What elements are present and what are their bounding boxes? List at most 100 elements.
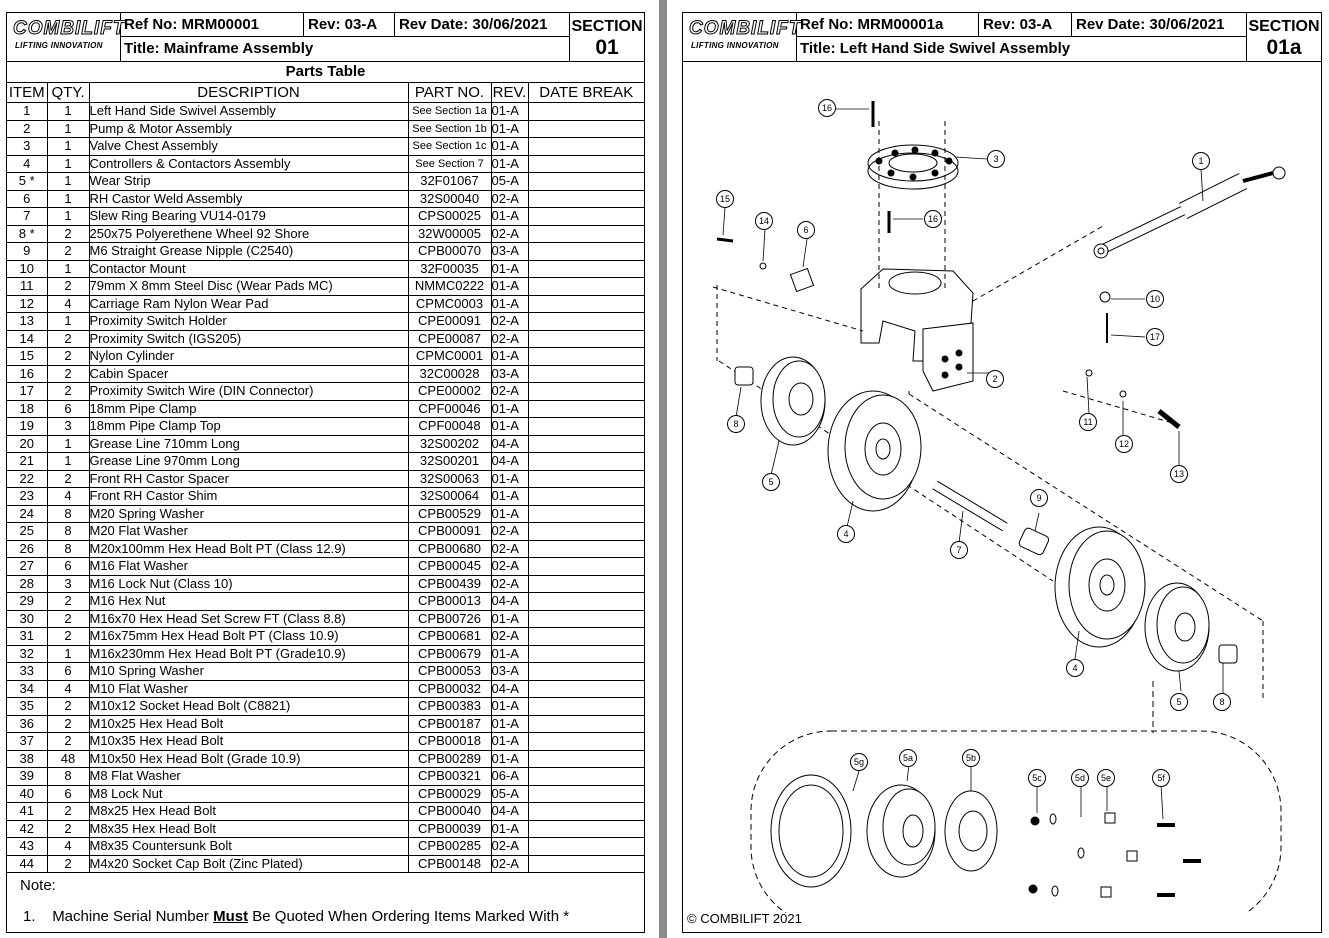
description-cell: M20x100mm Hex Head Bolt PT (Class 12.9) [88, 539, 409, 558]
revision-cell: 02-A [490, 312, 529, 331]
part-number-cell: CPF00048 [407, 417, 492, 436]
item-number-cell: 24 [7, 504, 48, 523]
svg-text:16: 16 [928, 214, 938, 224]
revision-cell: 01-A [490, 644, 529, 663]
revision-cell: 01-A [490, 609, 529, 628]
revision-cell: 01-A [490, 749, 529, 768]
description-cell: Controllers & Contactors Assembly [88, 154, 409, 173]
svg-text:5g: 5g [854, 757, 864, 767]
detail-view-parts [770, 774, 1201, 898]
quantity-cell: 2 [46, 627, 90, 646]
date-break-cell [527, 487, 644, 506]
revision-cell: 02-A [490, 382, 529, 401]
description-cell: M8 Lock Nut [88, 784, 409, 803]
svg-text:8: 8 [733, 419, 738, 429]
date-break-cell [527, 207, 644, 226]
description-cell: M8x35 Hex Head Bolt [88, 819, 409, 838]
hydraulic-cylinder [1093, 166, 1286, 259]
date-break-cell [527, 242, 644, 261]
svg-text:9: 9 [1036, 493, 1041, 503]
company-logo: COMBILIFT LIFTING INNOVATION [7, 13, 125, 61]
quantity-cell: 2 [46, 469, 90, 488]
revision-cell: 01-A [490, 732, 529, 751]
quantity-cell: 1 [46, 434, 90, 453]
date-break-cell [527, 767, 644, 786]
svg-text:12: 12 [1119, 439, 1129, 449]
date-break-cell [527, 469, 644, 488]
part-number-cell: CPB00091 [407, 522, 492, 541]
parts-table-title: Parts Table [7, 62, 644, 83]
quantity-cell: 2 [46, 609, 90, 628]
item-number-cell: 17 [7, 382, 48, 401]
revision-cell: 01-A [490, 417, 529, 436]
item-number-cell: 6 [7, 189, 48, 208]
callout-3: 3 [987, 150, 1005, 168]
quantity-cell: 1 [46, 172, 90, 191]
quantity-cell: 2 [46, 732, 90, 751]
description-cell: 18mm Pipe Clamp Top [88, 417, 409, 436]
revision-cell: 01-A [490, 294, 529, 313]
quantity-cell: 6 [46, 784, 90, 803]
date-break-cell [527, 627, 644, 646]
svg-text:11: 11 [1083, 417, 1092, 427]
part-number-cell: 32C00028 [407, 364, 492, 383]
date-break-cell [527, 312, 644, 331]
description-cell: Nylon Cylinder [88, 347, 409, 366]
quantity-cell: 1 [46, 259, 90, 278]
exploded-assembly-diagram: 16 3 16 1 15 14 6 10 17 2 8 11 12 13 5 4… [712, 99, 1286, 913]
callout-8: 8 [727, 415, 745, 433]
callout-12: 12 [1115, 435, 1133, 453]
quantity-cell: 2 [46, 242, 90, 261]
revision-cell: 04-A [490, 434, 529, 453]
item-number-cell: 1 [7, 102, 48, 121]
item-number-cell: 8 * [7, 224, 48, 243]
revision-cell: 04-A [490, 802, 529, 821]
callout-5f: 5f [1152, 769, 1170, 787]
part-number-cell: 32F00035 [407, 259, 492, 278]
item-number-cell: 19 [7, 417, 48, 436]
revision-date: Rev Date: 30/06/2021 [1072, 13, 1247, 37]
svg-text:2: 2 [992, 374, 997, 384]
castor-wheel-upper [734, 356, 922, 512]
section-box: SECTION 01a [1247, 13, 1321, 61]
revision-cell: 01-A [490, 819, 529, 838]
part-number-cell: CPB00679 [407, 644, 492, 663]
revision-cell: 04-A [490, 452, 529, 471]
revision-cell: 01-A [490, 102, 529, 121]
description-cell: Wear Strip [88, 172, 409, 191]
revision-cell: 01-A [490, 154, 529, 173]
ref-number: Ref No: MRM00001a [796, 13, 979, 37]
part-number-cell: See Section 7 [407, 154, 492, 173]
date-break-cell [527, 224, 644, 243]
date-break-cell [527, 539, 644, 558]
quantity-cell: 2 [46, 277, 90, 296]
revision-cell: 01-A [490, 399, 529, 418]
revision-cell: 02-A [490, 574, 529, 593]
revision-cell: 05-A [490, 784, 529, 803]
quantity-cell: 6 [46, 557, 90, 576]
revision-cell: 01-A [490, 207, 529, 226]
item-number-cell: 15 [7, 347, 48, 366]
quantity-cell: 4 [46, 487, 90, 506]
col-qty-header: QTY. [46, 83, 90, 103]
svg-text:17: 17 [1150, 332, 1160, 342]
quantity-cell: 1 [46, 452, 90, 471]
description-cell: M16x75mm Hex Head Bolt PT (Class 10.9) [88, 627, 409, 646]
date-break-cell [527, 102, 644, 121]
item-number-cell: 20 [7, 434, 48, 453]
description-cell: M16 Hex Nut [88, 592, 409, 611]
description-cell: M10x12 Socket Head Bolt (C8821) [88, 697, 409, 716]
description-cell: Grease Line 970mm Long [88, 452, 409, 471]
date-break-cell [527, 557, 644, 576]
